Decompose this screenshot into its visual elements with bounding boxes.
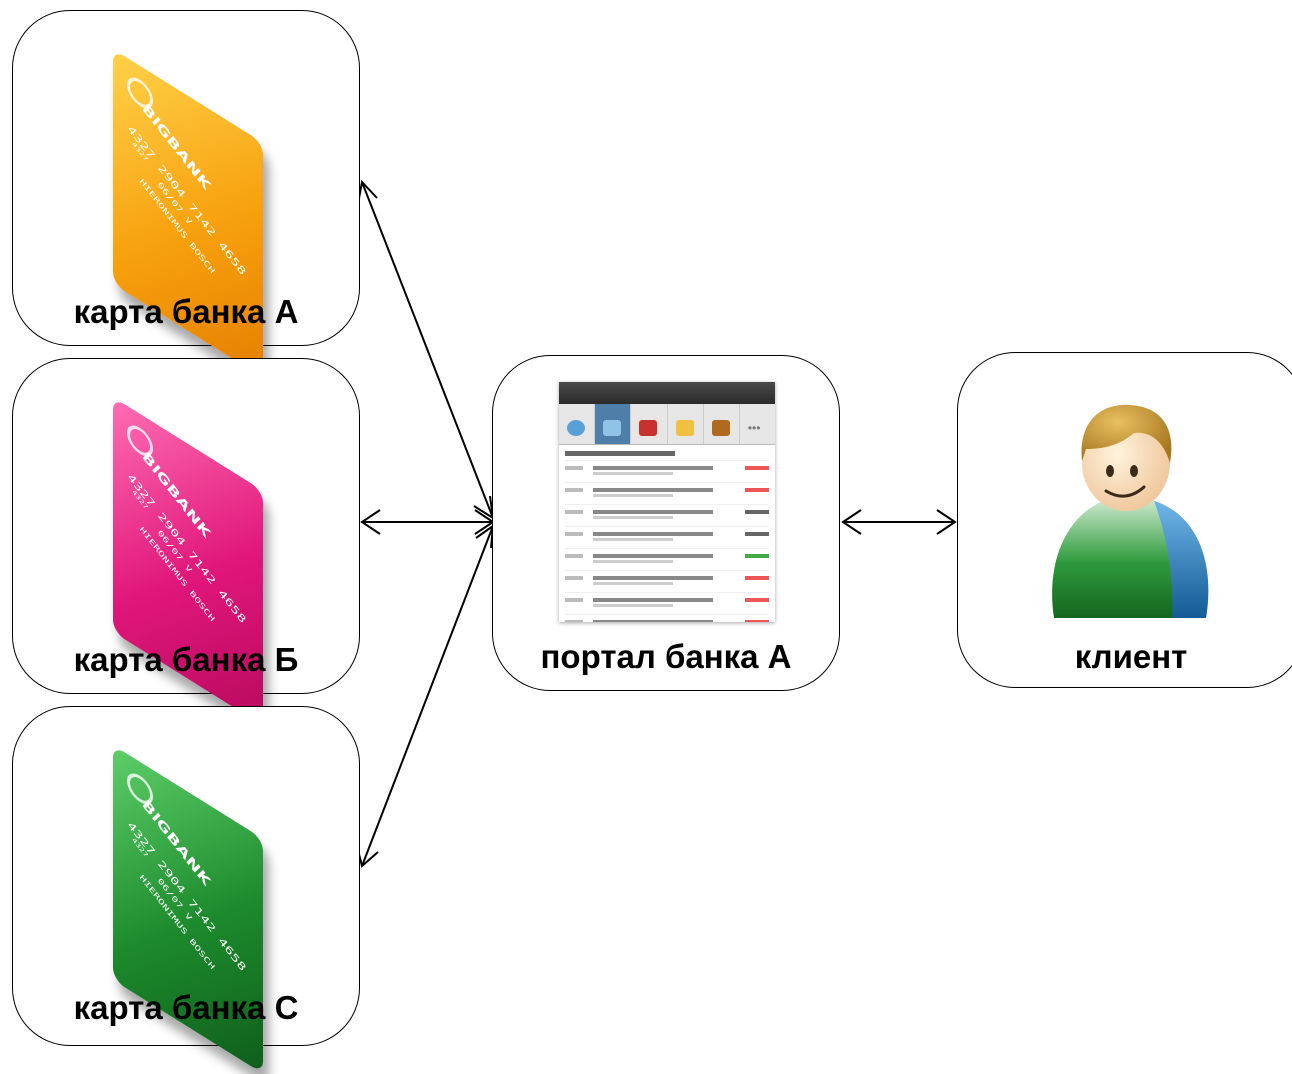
card-number: 4327 2904 7142 4658 (125, 471, 249, 626)
portal-tab (631, 404, 668, 444)
portal-row (565, 592, 769, 614)
portal-row (565, 526, 769, 548)
more-icon: ••• (747, 421, 761, 435)
portal-row (565, 504, 769, 526)
globe-icon (567, 420, 585, 436)
node-label: портал банка А (540, 638, 792, 675)
node-card-a: BIGBANK 4327 2904 7142 4658 4327 06/07 V… (12, 10, 360, 378)
node-card-b: BIGBANK 4327 2904 7142 4658 4327 06/07 V… (12, 358, 360, 726)
portal-row (565, 570, 769, 592)
card-number: 4327 2904 7142 4658 (125, 819, 249, 974)
node-portal: ••• портал банка А (492, 355, 840, 691)
node-label: клиент (1074, 638, 1188, 675)
node-label: карта банка С (73, 989, 299, 1026)
portal-row (565, 548, 769, 570)
bank-card-image: BIGBANK 4327 2904 7142 4658 4327 06/07 V… (83, 727, 303, 1074)
portal-tab (668, 404, 704, 444)
node-label: карта банка Б (73, 641, 299, 678)
portal-row (565, 482, 769, 504)
portal-tabs: ••• (559, 404, 775, 445)
wallet-icon (711, 420, 730, 436)
document-icon (603, 420, 622, 436)
node-card-c: BIGBANK 4327 2904 7142 4658 4327 06/07 V… (12, 706, 360, 1074)
portal-tab (704, 404, 740, 444)
edge-portal-card-c (361, 525, 494, 867)
node-client: клиент (957, 352, 1292, 688)
envelope-icon (675, 420, 694, 436)
portal-row (565, 460, 769, 482)
portal-row (565, 614, 769, 622)
portal-screenshot: ••• (559, 382, 775, 622)
portal-page-heading (559, 445, 775, 460)
user-avatar-icon (1052, 404, 1209, 618)
portal-tab: ••• (740, 404, 775, 444)
portal-tab (559, 404, 596, 444)
node-label: карта банка А (73, 293, 299, 330)
card-icon (639, 420, 658, 436)
portal-tab (595, 404, 632, 444)
bank-card-image: BIGBANK 4327 2904 7142 4658 4327 06/07 V… (83, 379, 303, 726)
portal-header-bar (559, 382, 775, 404)
card-number: 4327 2904 7142 4658 (125, 123, 249, 278)
bank-card-image: BIGBANK 4327 2904 7142 4658 4327 06/07 V… (83, 31, 303, 378)
edge-portal-card-a (361, 181, 494, 519)
